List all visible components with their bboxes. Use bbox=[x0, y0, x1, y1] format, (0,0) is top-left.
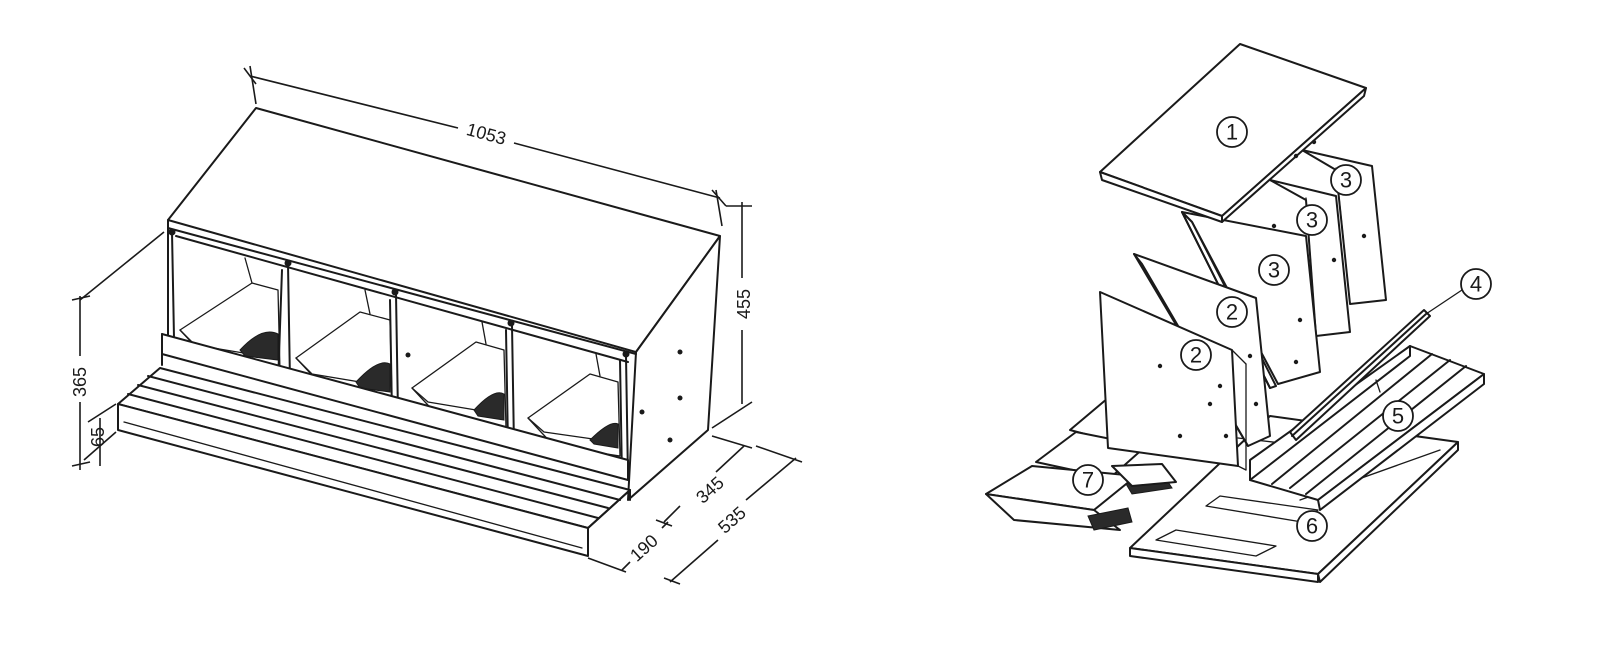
dim-height-front: 365 bbox=[70, 367, 90, 397]
callout-2a: 2 bbox=[1180, 339, 1212, 371]
svg-text:2: 2 bbox=[1190, 343, 1202, 368]
front-dividers bbox=[168, 228, 630, 479]
svg-text:3: 3 bbox=[1268, 258, 1280, 283]
assembled-nest-box: 1053 455 365 65 345 bbox=[70, 65, 803, 585]
exploded-view: 1 2 2 3 3 3 4 5 bbox=[985, 43, 1492, 583]
dim-depth-total: 535 bbox=[714, 503, 750, 538]
perch-rails bbox=[1249, 345, 1485, 511]
svg-text:3: 3 bbox=[1340, 168, 1352, 193]
callout-6: 6 bbox=[1296, 510, 1328, 542]
svg-text:7: 7 bbox=[1082, 468, 1094, 493]
callout-3c: 3 bbox=[1258, 254, 1290, 286]
dim-length: 1053 bbox=[464, 119, 508, 149]
callout-5: 5 bbox=[1382, 400, 1414, 432]
callout-3b: 3 bbox=[1296, 204, 1328, 236]
callout-1: 1 bbox=[1216, 116, 1248, 148]
callout-7: 7 bbox=[1072, 464, 1104, 496]
perch-strip bbox=[1289, 309, 1431, 441]
svg-text:2: 2 bbox=[1226, 300, 1238, 325]
panel-holes bbox=[1157, 139, 1367, 439]
dim-height-back: 455 bbox=[734, 289, 754, 319]
dim-depth-top: 345 bbox=[692, 473, 728, 508]
svg-text:4: 4 bbox=[1470, 272, 1482, 297]
svg-text:5: 5 bbox=[1392, 404, 1404, 429]
roof-panel bbox=[167, 107, 721, 353]
callout-2b: 2 bbox=[1216, 296, 1248, 328]
callout-3a: 3 bbox=[1330, 164, 1362, 196]
dim-depth-ledge: 190 bbox=[626, 531, 662, 566]
svg-text:3: 3 bbox=[1306, 208, 1318, 233]
svg-text:1: 1 bbox=[1226, 120, 1238, 145]
callout-4: 4 bbox=[1425, 268, 1492, 315]
right-side-panel bbox=[627, 235, 721, 501]
svg-text:6: 6 bbox=[1306, 514, 1318, 539]
dim-front-step: 65 bbox=[88, 427, 108, 447]
perch-platform bbox=[117, 367, 631, 557]
